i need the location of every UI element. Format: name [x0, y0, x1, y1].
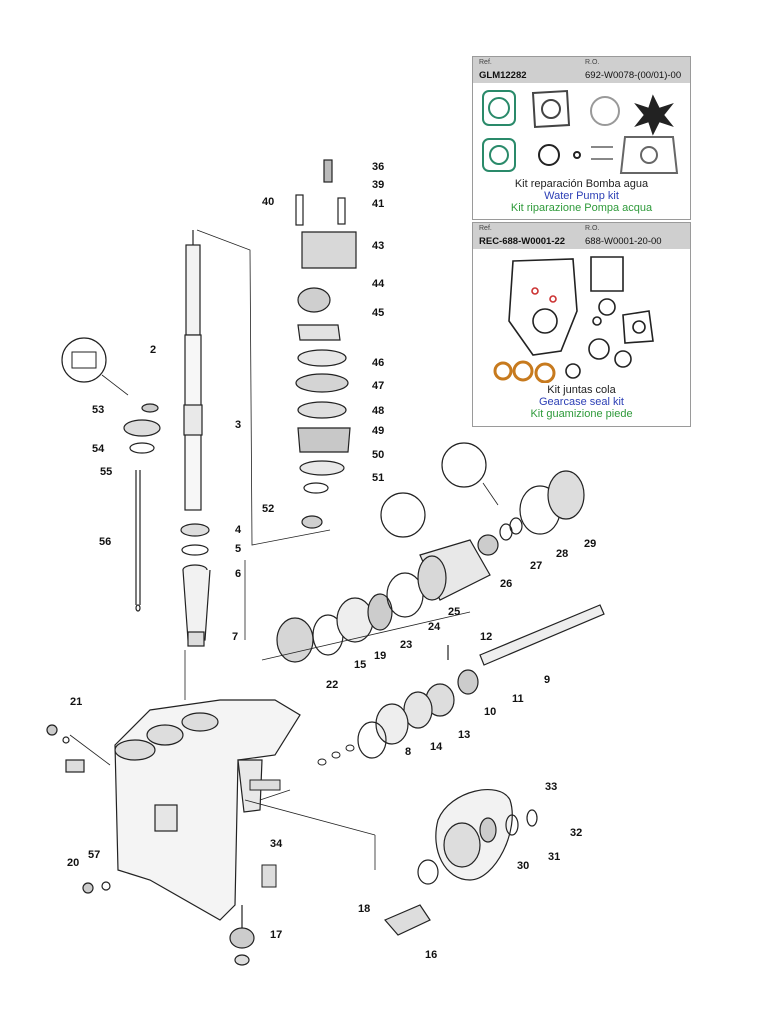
kit-ref: REC-688-W0001-22 [479, 236, 566, 247]
part-number-label: 19 [374, 650, 386, 662]
plate-icon [619, 136, 679, 174]
propeller [417, 789, 538, 885]
part-number-label: 9 [544, 674, 550, 686]
part-number-label: 24 [428, 621, 441, 633]
part-number-label: 34 [270, 838, 283, 850]
large-gasket-icon [508, 258, 578, 356]
part-number-label: 45 [372, 307, 384, 319]
part-number-label: 8 [405, 746, 411, 758]
kit-caption-it: Kit riparazione Pompa acqua [510, 202, 653, 214]
kit-ro: 688-W0001-20-00 [585, 236, 662, 247]
part-number-label: 57 [88, 849, 100, 861]
kit-caption-en: Water Pump kit [544, 190, 619, 202]
part-number-label: 18 [358, 903, 370, 915]
part-number-label: 47 [372, 380, 384, 392]
part-number-label: 55 [100, 466, 112, 478]
part-number-label: 3 [235, 419, 241, 431]
kit-header: Ref. R.O. REC-688-W0001-22 688-W0001-20-… [473, 223, 690, 249]
ref-label: Ref. [479, 59, 492, 66]
part-number-label: 25 [448, 606, 460, 618]
part-number-label: 50 [372, 449, 384, 461]
part-number-label: 32 [570, 827, 582, 839]
part-number-label: 23 [400, 639, 412, 651]
part-number-label: 51 [372, 472, 384, 484]
part-number-label: 49 [372, 425, 384, 437]
part-number-label: 44 [372, 278, 385, 290]
part-number-label: 4 [235, 524, 242, 536]
o-ring-icon [538, 144, 560, 166]
kit-ro: 692-W0078-(00/01)-00 [585, 70, 682, 81]
water-pump-stack [295, 159, 357, 529]
water-pump-kit-illustration [482, 89, 679, 174]
part-number-label: 30 [517, 860, 529, 872]
part-number-label: 27 [530, 560, 542, 572]
shift-rod [135, 470, 141, 612]
part-number-label: 48 [372, 405, 384, 417]
pump-housing-icon [531, 89, 571, 129]
part-number-label: 7 [232, 631, 238, 643]
part-number-label: 52 [262, 503, 274, 515]
part-number-label: 10 [484, 706, 496, 718]
part-number-label: 6 [235, 568, 241, 580]
part-number-label: 26 [500, 578, 512, 590]
part-number-label: 15 [354, 659, 366, 671]
part-number-label: 14 [430, 741, 443, 753]
lower-unit-housing [114, 699, 301, 921]
part-number-label: 54 [92, 443, 105, 455]
part-number-label: 13 [458, 729, 470, 741]
kit-caption-es: Kit reparación Bomba agua [514, 178, 649, 190]
ref-label: Ref. [479, 225, 492, 232]
part-number-label: 21 [70, 696, 82, 708]
insert-cup-icon [590, 96, 620, 126]
part-number-label: 40 [262, 196, 274, 208]
gearcase-seal-kit-box: Ref. R.O. REC-688-W0001-22 688-W0001-20-… [472, 222, 691, 427]
part-number-label: 28 [556, 548, 568, 560]
gasket-icon [482, 90, 516, 126]
part-number-label: 2 [150, 344, 156, 356]
part-number-label: 20 [67, 857, 79, 869]
part-number-label: 12 [480, 631, 492, 643]
part-number-label: 41 [372, 198, 384, 210]
ro-label: R.O. [585, 59, 600, 66]
part-number-label: 17 [270, 929, 282, 941]
part-number-label: 36 [372, 161, 384, 173]
part-number-label: 5 [235, 543, 241, 555]
part-number-label: 11 [512, 693, 524, 705]
part-number-label: 31 [548, 851, 560, 863]
oil-seal-icon [512, 360, 534, 382]
gasket-icon [482, 138, 516, 172]
part-number-label: 39 [372, 179, 384, 191]
part-number-label: 53 [92, 404, 104, 416]
gearcase-seal-kit-illustration [493, 256, 654, 383]
impeller-icon [634, 94, 674, 136]
part-number-label: 33 [545, 781, 557, 793]
part-number-label: 43 [372, 240, 384, 252]
kit-ref: GLM12282 [479, 70, 527, 81]
kit-caption-es: Kit juntas cola [547, 384, 616, 396]
drive-shaft [183, 230, 203, 511]
kit-caption-it: Kit guamizione piede [530, 408, 633, 420]
kit-caption-en: Gearcase seal kit [539, 396, 624, 408]
water-pump-kit-box: Ref. R.O. GLM12282 692-W0078-(00/01)-00 … [472, 56, 691, 220]
part-number-label: 46 [372, 357, 384, 369]
propeller-shaft [357, 604, 605, 759]
part-number-label: 29 [584, 538, 596, 550]
part-number-label: 56 [99, 536, 111, 548]
part-number-label: 22 [326, 679, 338, 691]
small-gasket-icon [590, 256, 624, 292]
kit-header: Ref. R.O. GLM12282 692-W0078-(00/01)-00 [473, 57, 690, 83]
ro-label: R.O. [585, 225, 600, 232]
part-number-label: 16 [425, 949, 437, 961]
